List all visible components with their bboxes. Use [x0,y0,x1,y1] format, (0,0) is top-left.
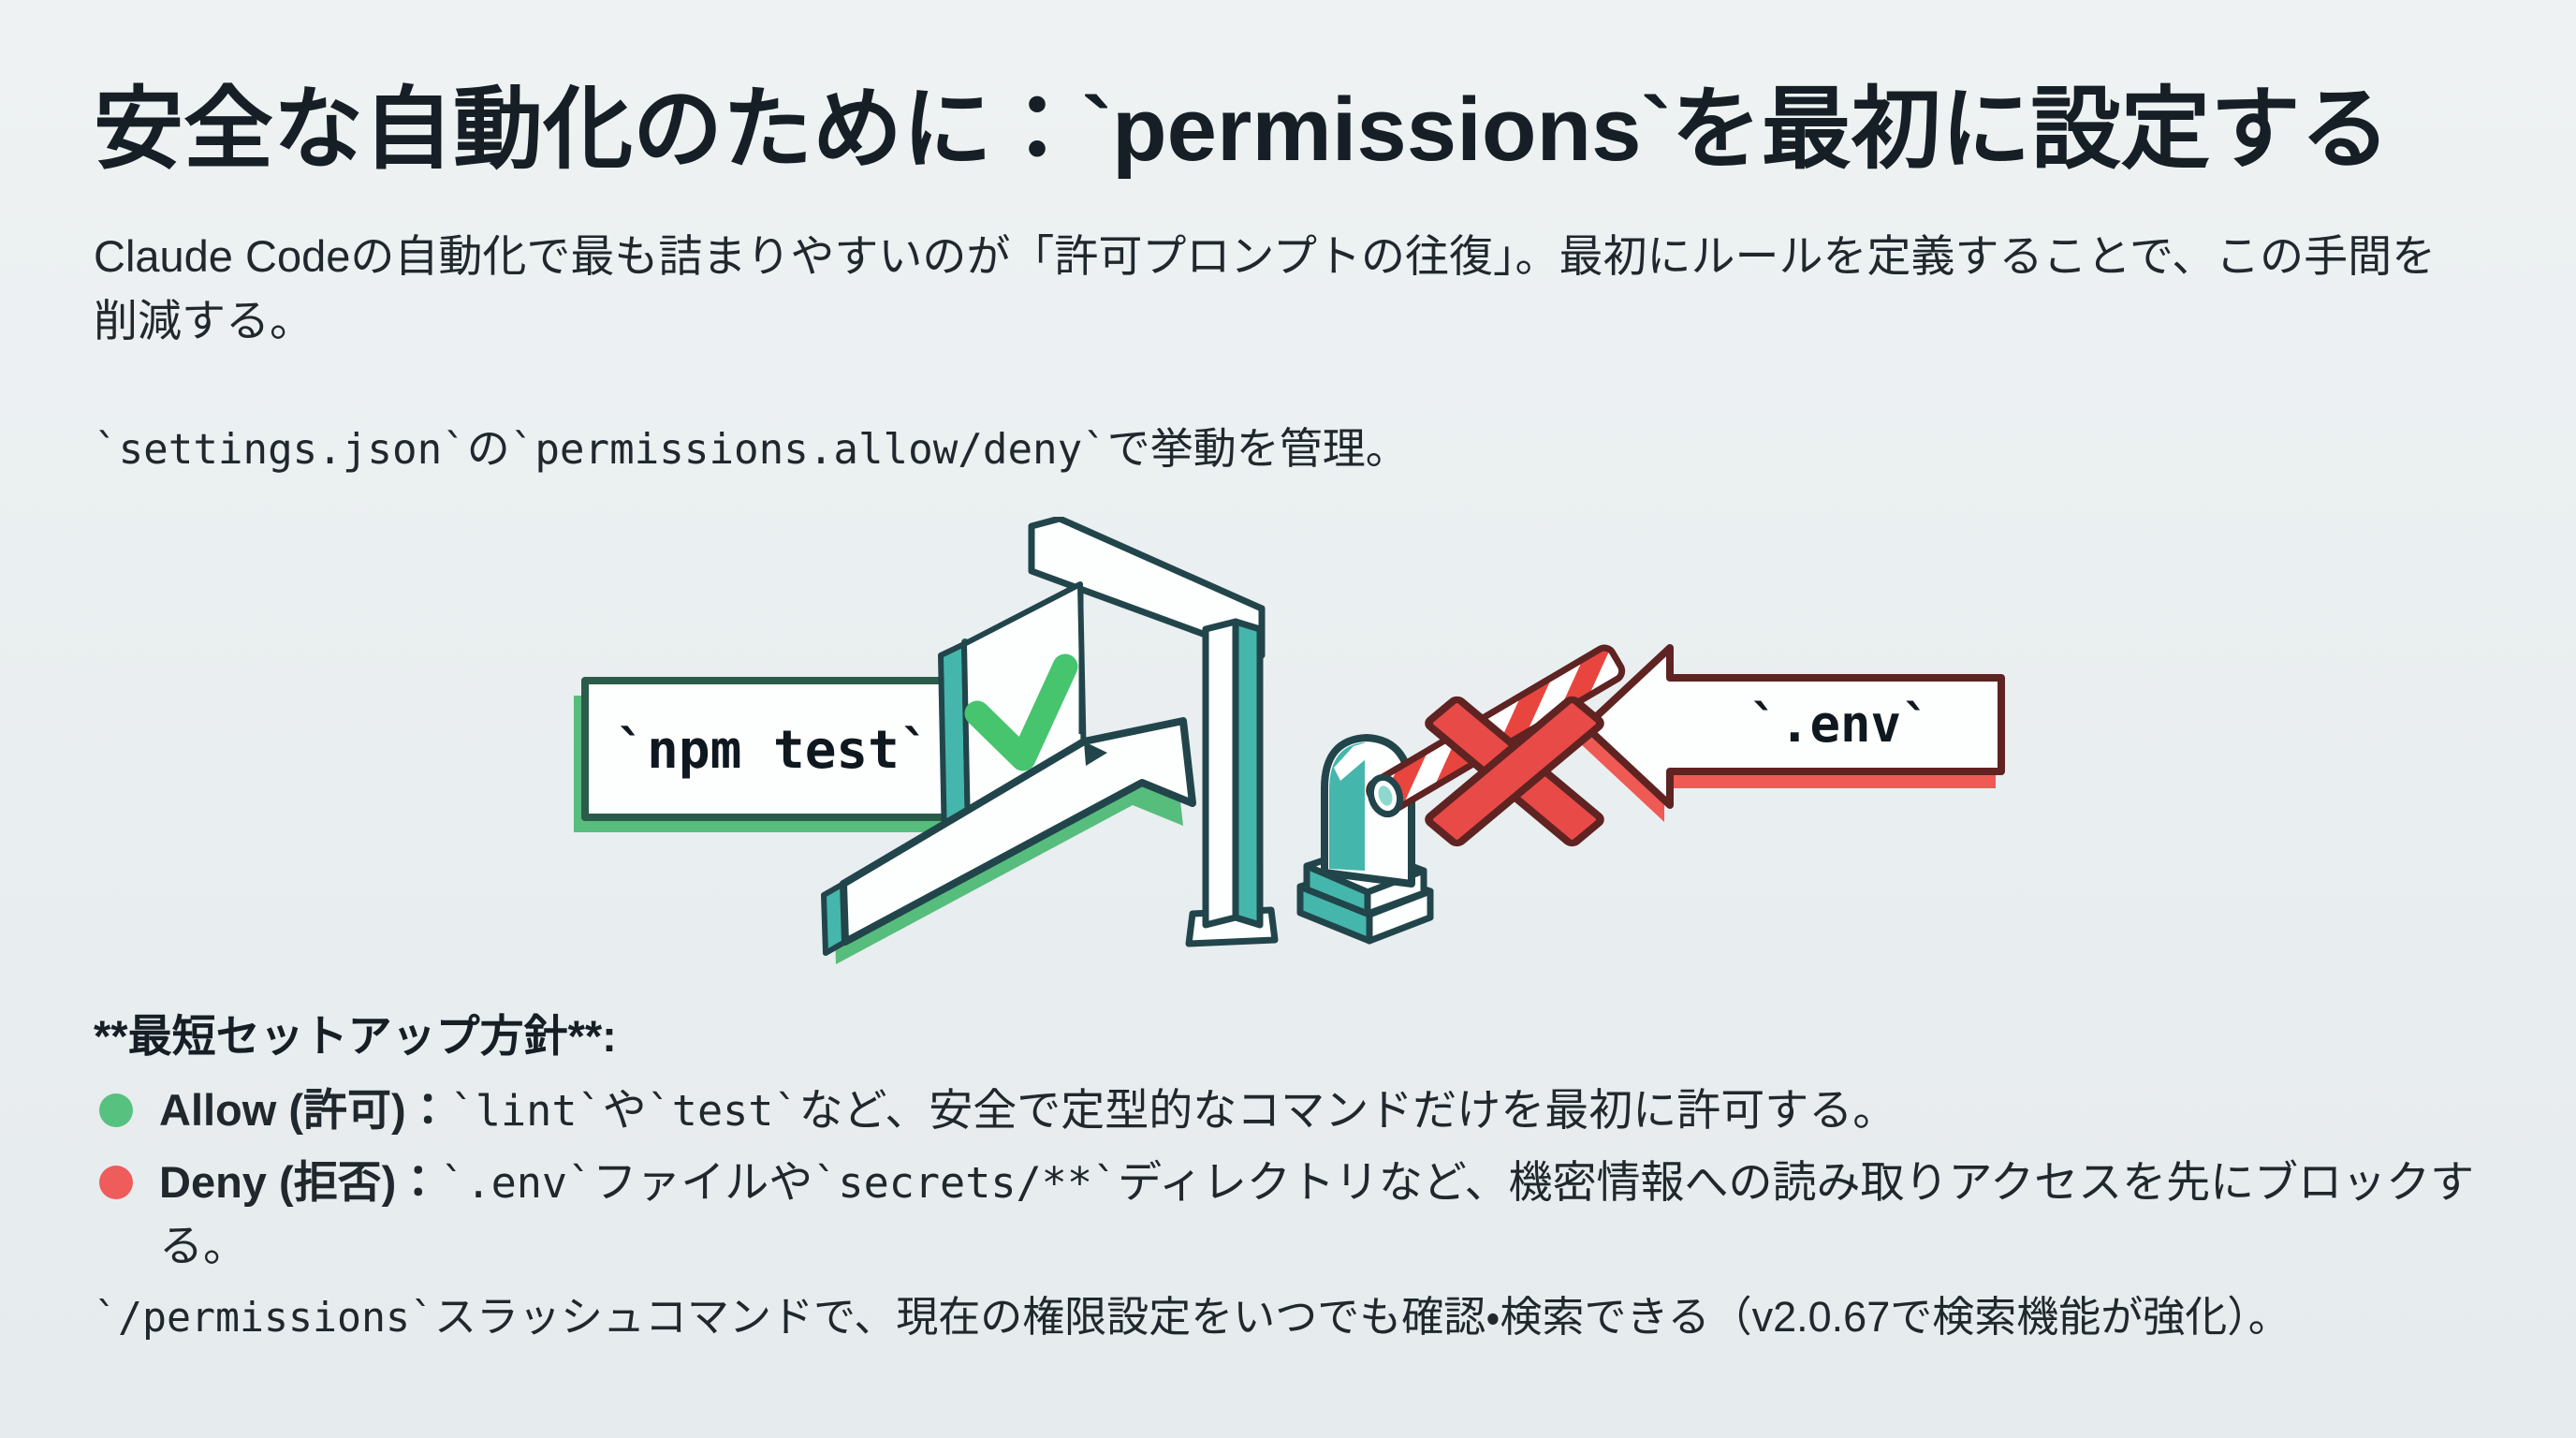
x-mark-icon [1425,696,1604,847]
policy-bullet-list: Allow (許可)：`lint`や`test`など、安全で定型的なコマンドだけ… [94,1078,2527,1279]
deny-arrow: `.env` [1580,644,2005,822]
deny-bullet: Deny (拒否)：`.env`ファイルや`secrets/**`ディレクトリな… [94,1151,2527,1279]
barrier-pivot [1367,773,1404,818]
deny-barrier [1296,644,1626,945]
allow-dot-icon [99,1093,133,1127]
door-jamb-side [1232,618,1264,929]
settings-note: `settings.json`の`permissions.allow/deny`… [94,424,1409,474]
checkmark-icon [964,653,1078,771]
setup-policy-heading: **最短セットアップ方針**: [94,1011,617,1061]
pass-arrow-wedge [1084,741,1107,766]
pass-through-arrow [821,717,1196,964]
deny-arrow-label: `.env` [1749,695,1931,754]
deny-dot-icon [99,1165,133,1199]
permissions-command-note: `/permissions`スラッシュコマンドで、現在の権限設定をいつでも確認・… [94,1293,2291,1342]
intro-paragraph: Claude Codeの自動化で最も詰まりやすいのが「許可プロンプトの往復」。最… [94,231,2437,345]
deny-bullet-text: Deny (拒否)：`.env`ファイルや`secrets/**`ディレクトリな… [159,1156,2475,1271]
allow-arrow-label: `npm test` [615,720,930,781]
deny-arrow-body [1582,644,2005,809]
page-title: 安全な自動化のために：`permissions`を最初に設定する [94,80,2391,180]
door-jamb-front [1202,618,1239,929]
allow-bullet: Allow (許可)：`lint`や`test`など、安全で定型的なコマンドだけ… [94,1078,2527,1143]
allow-bullet-text: Allow (許可)：`lint`や`test`など、安全で定型的なコマンドだけ… [159,1085,1897,1136]
permissions-illustration: `npm test` [574,517,2005,964]
